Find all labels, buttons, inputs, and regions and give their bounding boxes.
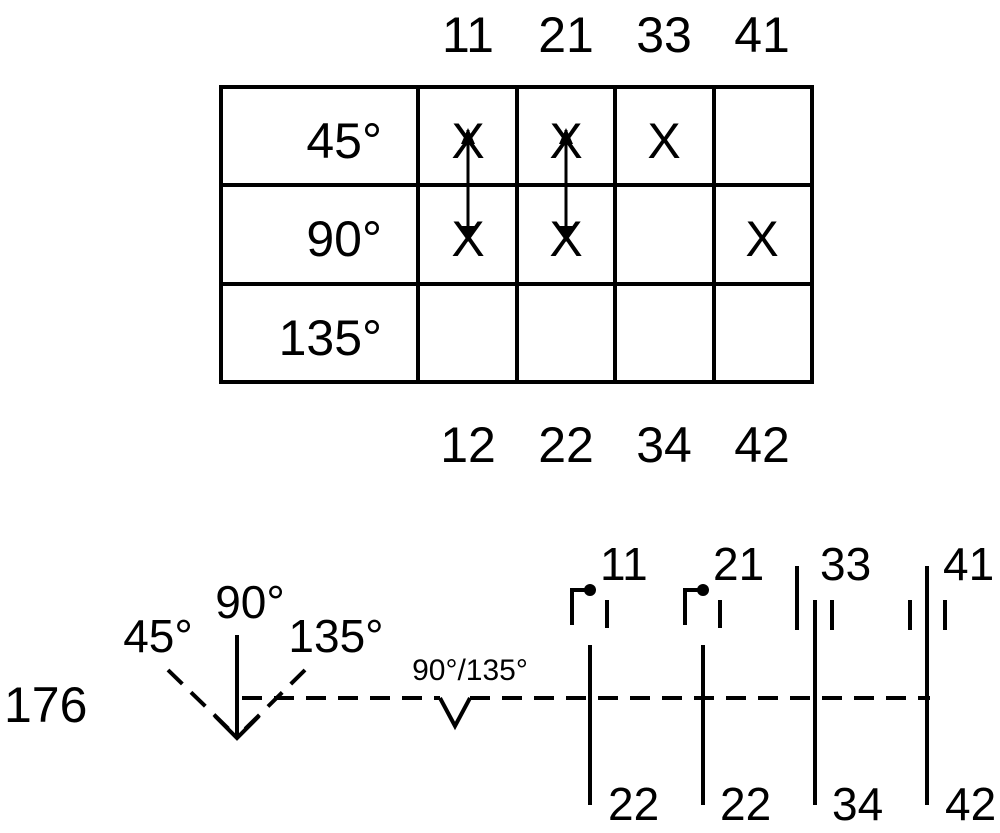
top-terminal-label: 21	[538, 7, 594, 63]
detent-label: 90°/135°	[412, 654, 528, 687]
contact-bottom-label: 22	[720, 778, 771, 830]
contact-element	[683, 584, 722, 805]
contact-top-label: 41	[943, 538, 994, 590]
contact-top-label: 21	[713, 538, 764, 590]
contact-mark: X	[647, 113, 680, 169]
contact-table: 11 21 33 41 12 22 34 42 45° 90° 135° X X…	[219, 7, 814, 473]
angle-label: 135°	[279, 310, 382, 366]
angle-label: 135°	[288, 610, 383, 662]
angle-label: 90°	[215, 576, 285, 628]
contact-element	[570, 584, 609, 805]
bottom-terminal-label: 22	[538, 417, 594, 473]
reference-number: 176	[4, 677, 87, 733]
angle-label: 45°	[306, 113, 382, 169]
actuator-symbol	[166, 635, 307, 741]
switch-schematic: 176 45° 90° 135° 90°/135°	[4, 538, 996, 830]
contact-bottom-label: 42	[945, 778, 996, 830]
contact-bottom-label: 22	[608, 778, 659, 830]
top-terminal-label: 41	[734, 7, 790, 63]
bottom-terminal-label: 34	[636, 417, 692, 473]
top-terminal-label: 11	[442, 7, 494, 63]
overlap-arrow	[559, 128, 573, 242]
contact-element	[795, 566, 834, 805]
angle-label: 90°	[306, 211, 382, 267]
bottom-terminal-label: 42	[734, 417, 790, 473]
contact-element	[908, 566, 947, 805]
detent-symbol	[438, 697, 472, 731]
angle-label: 45°	[123, 610, 193, 662]
contact-bottom-label: 34	[832, 778, 883, 830]
contact-top-label: 33	[820, 538, 871, 590]
contact-mark: X	[745, 211, 778, 267]
top-terminal-label: 33	[636, 7, 692, 63]
bottom-terminal-label: 12	[440, 417, 496, 473]
contact-top-label: 11	[600, 538, 648, 590]
overlap-arrow	[461, 128, 475, 242]
